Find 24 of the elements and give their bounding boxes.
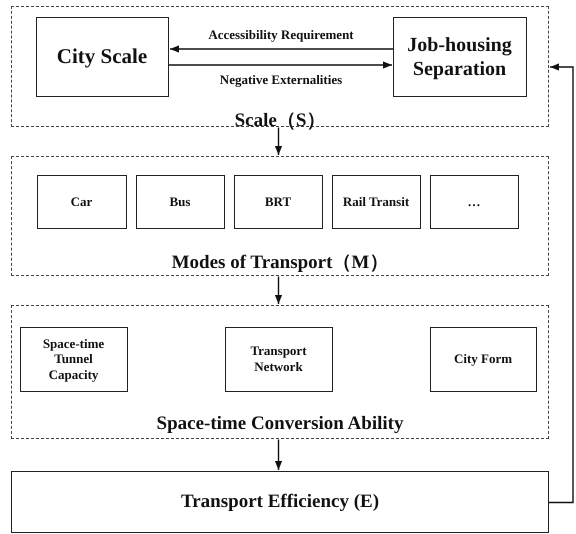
process-box: Space-time Tunnel Capacity: [20, 326, 128, 392]
edge-label: Accessibility Requirement: [206, 27, 356, 43]
process-box: Car: [36, 174, 126, 228]
edge-label: Negative Externalities: [218, 72, 344, 88]
arrow: [274, 276, 282, 304]
process-box: Job-housing Separation: [392, 16, 526, 96]
arrow: [549, 63, 574, 504]
arrow: [169, 61, 392, 69]
group-title: Scale（S）: [234, 109, 326, 133]
dashed-group: [11, 305, 549, 439]
process-box: …: [430, 174, 518, 228]
group-title: Space-time Conversion Ability: [156, 413, 404, 435]
group-title: Modes of Transport（M）: [172, 251, 388, 275]
process-box: Transport Network: [224, 326, 332, 392]
arrow: [170, 45, 393, 53]
dashed-group: [11, 156, 549, 276]
process-box: BRT: [234, 174, 322, 228]
arrow: [274, 128, 282, 155]
process-box: Transport Efficiency (E): [11, 471, 549, 533]
process-box: Bus: [136, 174, 224, 228]
process-box: Rail Transit: [332, 174, 420, 228]
arrow: [274, 440, 282, 470]
process-box: City Form: [430, 326, 536, 392]
process-box: City Scale: [36, 16, 168, 96]
